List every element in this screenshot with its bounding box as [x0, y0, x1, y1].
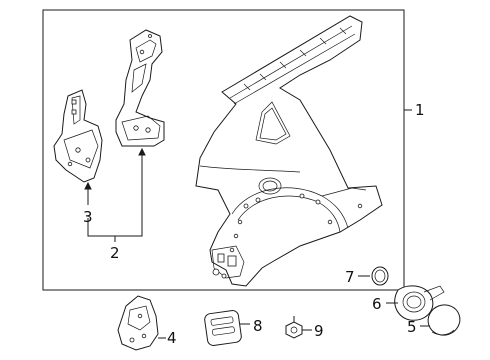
callout-6: 6: [372, 295, 382, 313]
bottom-bracket-part: [117, 295, 159, 351]
callout-7: 7: [345, 268, 355, 286]
callout-9: 9: [314, 322, 324, 340]
assembly-frame: [42, 9, 405, 291]
callout-2: 2: [110, 244, 120, 262]
arrowhead-3: [84, 181, 92, 190]
fuel-housing-part: [204, 310, 242, 346]
callout-4: 4: [167, 329, 177, 347]
grommet-part: [371, 266, 389, 286]
callout-8: 8: [253, 317, 263, 335]
callout-1: 1: [415, 101, 425, 119]
arrowhead-2: [138, 147, 146, 156]
filler-ring-part: [394, 285, 445, 321]
screw-part: [285, 316, 303, 339]
inner-pillar-part: [115, 29, 165, 147]
lower-bracket-part: [53, 89, 103, 183]
quarter-panel-part: [195, 15, 383, 287]
callout-5: 5: [407, 318, 417, 336]
fuel-door-part: [427, 304, 461, 336]
callout-3: 3: [83, 208, 93, 226]
